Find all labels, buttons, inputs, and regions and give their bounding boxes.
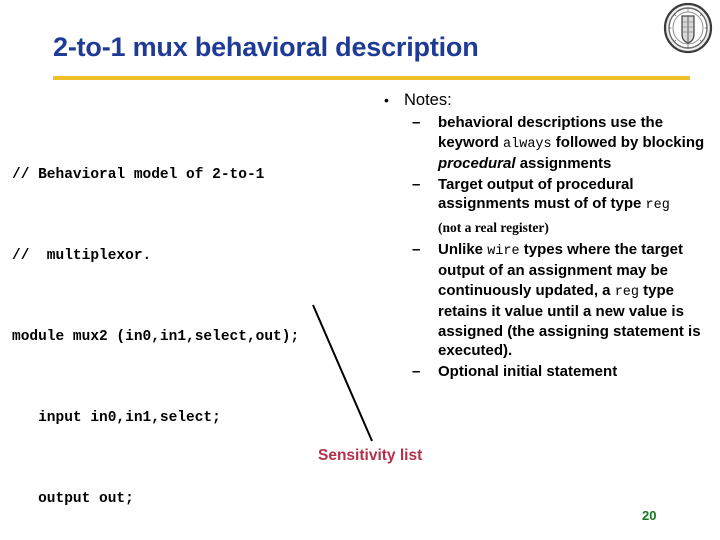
inline-text: followed by blocking [551, 133, 705, 151]
notes-panel: • Notes: – behavioral descriptions use t… [382, 90, 716, 382]
inline-emphasis: procedural [438, 155, 516, 172]
inline-text: types where the target output of an assi… [438, 240, 683, 299]
inline-text: Optional initial statement [438, 362, 618, 380]
bullet-icon: • [384, 92, 389, 108]
inline-text: Target output of procedural assignments … [438, 175, 646, 213]
inline-code-token: always [503, 136, 552, 152]
note-item-text: Optional initial statement [438, 363, 617, 380]
inline-text: Unlike [438, 240, 488, 258]
note-item-text: behavioral descriptions use the keyword … [438, 114, 704, 172]
code-line: input in0,in1,select; [12, 410, 221, 426]
note-aside-not-a-real-register: (not a real register) [438, 219, 549, 235]
code-line: output out; [12, 491, 134, 507]
code-line: // multiplexor. [12, 248, 152, 264]
university-seal-icon [662, 2, 714, 54]
code-line: module mux2 (in0,in1,select,out); [12, 329, 300, 345]
notes-heading-label: Notes: [404, 91, 452, 109]
sensitivity-list-callout: Sensitivity list [318, 447, 423, 464]
note-item-unlike-wire: – Unlike wire types where the target out… [382, 240, 716, 361]
note-item-target-output-reg: – Target output of procedural assignment… [382, 175, 716, 216]
page-title: 2-to-1 mux behavioral description [53, 32, 479, 62]
dash-bullet-icon: – [412, 362, 421, 380]
title-divider [53, 76, 690, 80]
inline-code-token: reg [614, 284, 639, 300]
note-item-text: Target output of procedural assignments … [438, 175, 670, 214]
page-number: 20 [642, 508, 657, 523]
dash-bullet-icon: – [412, 240, 421, 258]
inline-code-token: wire [487, 243, 520, 259]
dash-bullet-icon: – [412, 175, 421, 193]
verilog-code-listing: // Behavioral model of 2-to-1 // multipl… [12, 108, 412, 540]
note-item-always-keyword: – behavioral descriptions use the keywor… [382, 113, 716, 174]
notes-heading: • Notes: [382, 90, 716, 111]
inline-text: assignments [515, 155, 612, 172]
code-line: // Behavioral model of 2-to-1 [12, 167, 265, 183]
inline-text: type retains it value until a new value … [438, 281, 701, 360]
note-item-text: Unlike wire types where the target outpu… [438, 241, 701, 360]
note-item-optional-initial: – Optional initial statement [382, 362, 716, 382]
inline-text: behavioral descriptions use the keyword [438, 114, 664, 151]
dash-bullet-icon: – [412, 114, 421, 131]
inline-code-token: reg [645, 198, 670, 213]
